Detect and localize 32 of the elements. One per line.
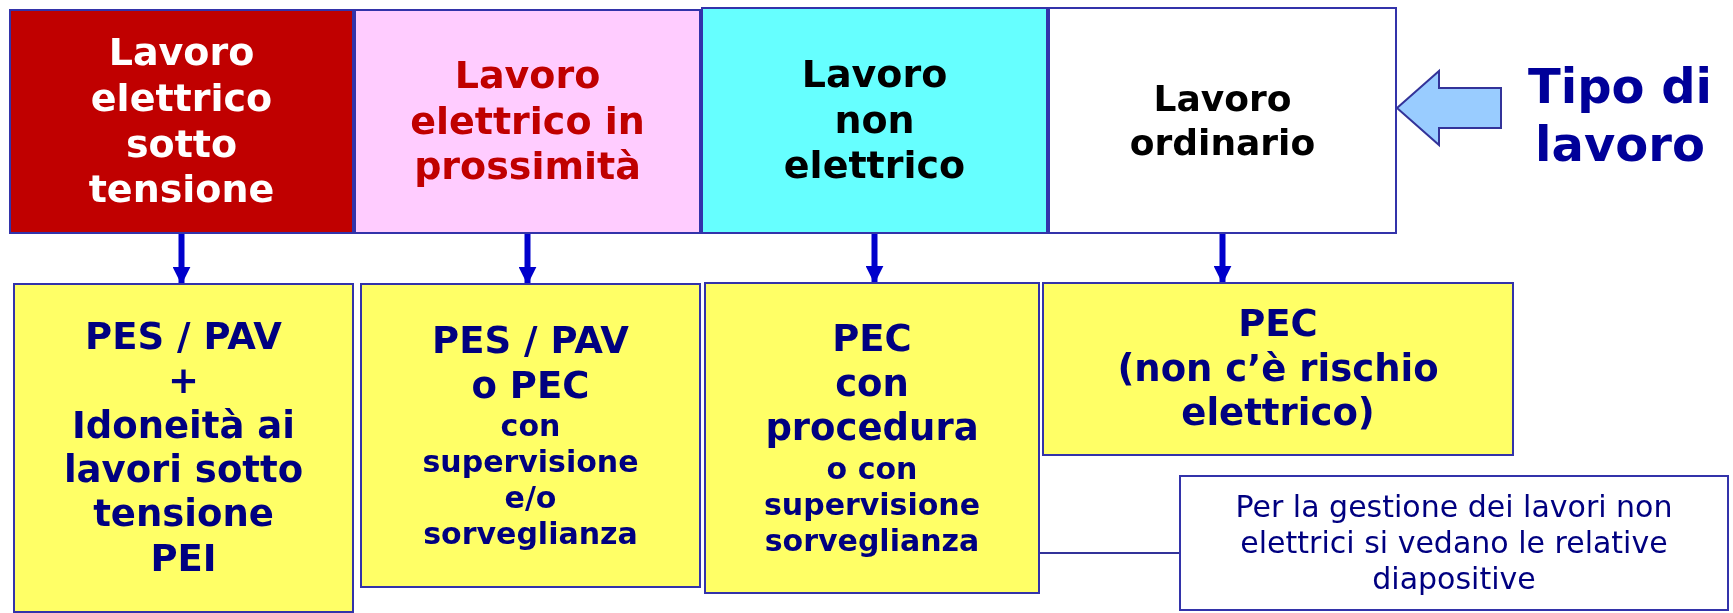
requirement-box [360, 283, 701, 588]
box-text: Per la gestione dei lavori non elettrici si vedano le relative diapositive [1234, 489, 1674, 597]
block-arrow [1395, 68, 1502, 148]
work-type-box [354, 9, 701, 234]
note-box [1179, 475, 1729, 611]
arrow [1213, 234, 1232, 284]
box-text: Lavoro elettrico sotto tensione [87, 30, 276, 213]
box-text: (non c’è rischio elettrico) [1116, 346, 1440, 436]
box-text: Lavoro ordinario [1128, 77, 1317, 164]
box-text: Idoneità ai lavori sotto tensione [62, 403, 305, 537]
box-text: con procedura [764, 361, 980, 451]
work-type-box [1048, 7, 1397, 234]
box-text: Lavoro non elettrico [782, 52, 967, 189]
connector-line [1039, 552, 1180, 554]
work-type-box [9, 9, 354, 234]
box-text: + [168, 359, 199, 404]
box-text: o con supervisione sorveglianza [762, 450, 982, 559]
box-text: Lavoro elettrico in prossimità [409, 53, 646, 190]
box-text: con supervisione e/o sorveglianza [421, 407, 640, 552]
box-text: PES / PAV o PEC [431, 319, 630, 408]
box-text: PES / PAV [85, 314, 282, 360]
requirement-box [1042, 282, 1514, 456]
box-text: PEC [1238, 302, 1318, 347]
box-text: PEC [832, 317, 912, 362]
box-text: PEI [150, 536, 217, 582]
work-type-box [701, 7, 1048, 234]
requirement-box [13, 283, 354, 613]
box-text: Tipo di lavoro [1526, 58, 1714, 174]
requirement-box [704, 282, 1040, 594]
arrow [172, 234, 191, 285]
arrow [865, 234, 884, 284]
arrow [518, 234, 537, 285]
